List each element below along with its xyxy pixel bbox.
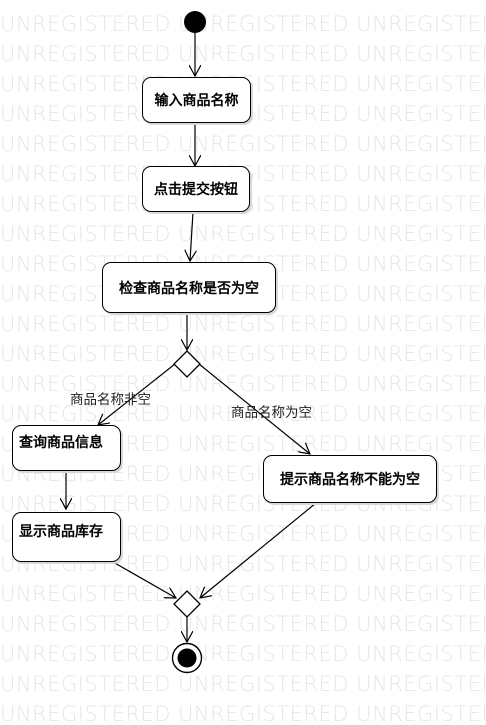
edge-decision-to-prompt: [198, 363, 310, 454]
watermark-text: UNREGISTERED UNREGISTERED UNREGISTERED U…: [0, 14, 486, 35]
watermark-text: UNREGISTERED UNREGISTERED UNREGISTERED U…: [0, 314, 486, 335]
guard-is-empty: 商品名称为空: [231, 405, 312, 421]
edge-submit-to-check: [190, 211, 193, 261]
watermark-text: UNREGISTERED UNREGISTERED UNREGISTERED U…: [0, 584, 486, 605]
action-label: 提示商品名称不能为空: [280, 472, 420, 488]
merge-node: [173, 590, 201, 618]
watermark-text: UNREGISTERED UNREGISTERED UNREGISTERED U…: [0, 344, 486, 365]
watermark-text: UNREGISTERED UNREGISTERED UNREGISTERED U…: [0, 404, 486, 425]
final-node-core: [177, 648, 197, 668]
initial-node: [184, 11, 206, 33]
action-label: 显示商品库存: [19, 524, 103, 540]
watermark-text: UNREGISTERED UNREGISTERED UNREGISTERED U…: [0, 644, 486, 665]
action-show-product-stock: 显示商品库存: [12, 512, 121, 562]
action-label: 查询商品信息: [19, 435, 103, 451]
watermark-text: UNREGISTERED UNREGISTERED UNREGISTERED U…: [0, 434, 486, 455]
edge-stock-to-merge: [112, 561, 176, 598]
action-prompt-name-empty: 提示商品名称不能为空: [263, 455, 437, 503]
action-label: 点击提交按钮: [154, 182, 238, 198]
action-label: 输入商品名称: [154, 93, 239, 109]
action-label: 检查商品名称是否为空: [119, 280, 259, 297]
watermark-text: UNREGISTERED UNREGISTERED UNREGISTERED U…: [0, 224, 486, 245]
action-input-product-name: 输入商品名称: [142, 77, 251, 123]
edge-decision-to-query: [98, 363, 176, 425]
watermark-text: UNREGISTERED UNREGISTERED UNREGISTERED U…: [0, 524, 486, 545]
watermark-text: UNREGISTERED UNREGISTERED UNREGISTERED U…: [0, 554, 486, 575]
watermark-text: UNREGISTERED UNREGISTERED UNREGISTERED U…: [0, 614, 486, 635]
watermark-text: UNREGISTERED UNREGISTERED UNREGISTERED U…: [0, 374, 486, 395]
watermark-text: UNREGISTERED UNREGISTERED UNREGISTERED U…: [0, 704, 486, 725]
decision-node: [173, 350, 201, 378]
action-check-name-empty: 检查商品名称是否为空: [102, 262, 276, 313]
watermark-text: UNREGISTERED UNREGISTERED UNREGISTERED U…: [0, 134, 486, 155]
edge-prompt-to-merge: [200, 502, 317, 598]
watermark-text: UNREGISTERED UNREGISTERED UNREGISTERED U…: [0, 44, 486, 65]
action-query-product-info: 查询商品信息: [12, 425, 121, 471]
watermark-text: UNREGISTERED UNREGISTERED UNREGISTERED U…: [0, 674, 486, 695]
action-click-submit: 点击提交按钮: [142, 166, 250, 212]
guard-not-empty: 商品名称非空: [70, 392, 151, 408]
